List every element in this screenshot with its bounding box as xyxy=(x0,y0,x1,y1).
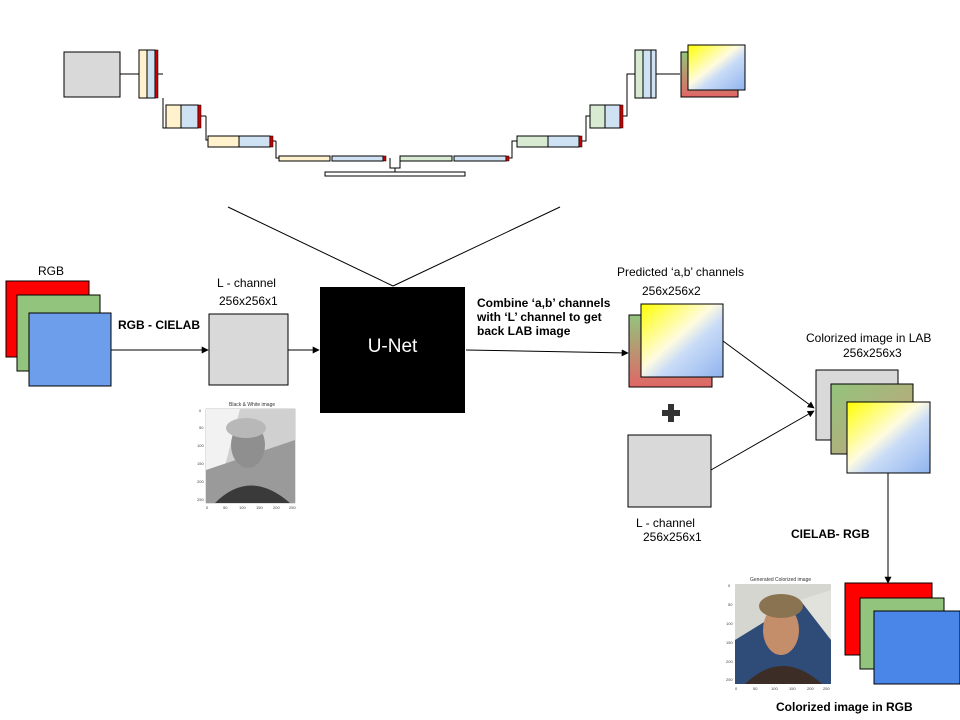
bw-x-tick: 150 xyxy=(256,505,263,510)
lab-to-rgb-label: CIELAB- RGB xyxy=(791,527,870,541)
l-channel-box xyxy=(208,313,289,386)
color-y-tick: 250 xyxy=(726,677,733,682)
color-y-tick: 0 xyxy=(728,583,731,588)
color-x-tick: 50 xyxy=(753,686,758,691)
bw-y-tick: 100 xyxy=(197,443,204,448)
bw-y-tick: 0 xyxy=(199,408,202,413)
unet-block xyxy=(320,287,465,413)
dec1-block xyxy=(650,49,657,99)
enc4-block xyxy=(331,155,384,162)
l-channel2-dims: 256x256x1 xyxy=(643,530,702,544)
l-channel-box-2 xyxy=(627,434,712,508)
color-x-tick: 200 xyxy=(807,686,814,691)
unet-input-block xyxy=(63,51,121,98)
color-y-tick: 200 xyxy=(726,659,733,664)
dec3-block xyxy=(516,135,549,148)
bw-y-tick: 150 xyxy=(197,461,204,466)
color-y-tick: 150 xyxy=(726,640,733,645)
rgb-to-lab-label: RGB - CIELAB xyxy=(118,318,200,332)
bw-plot-title: Black & White image xyxy=(229,402,276,408)
bw-x-tick: 0 xyxy=(206,505,209,510)
colorized-rgb-label: Colorized image in RGB xyxy=(776,700,913,714)
predicted-title: Predicted ‘a,b’ channels xyxy=(617,265,744,279)
bw-x-tick: 200 xyxy=(273,505,280,510)
enc3-skip xyxy=(269,135,274,148)
rgb-blue-layer xyxy=(28,312,112,387)
bw-x-tick: 50 xyxy=(223,505,228,510)
dec3-block xyxy=(547,135,580,148)
colorized-lab-title: Colorized image in LAB xyxy=(806,331,932,345)
colorized-lab-dims: 256x256x3 xyxy=(843,346,902,360)
enc1-block xyxy=(146,49,156,99)
enc2-block xyxy=(165,104,182,129)
combine-text-line1: Combine ‘a,b’ channels xyxy=(477,296,611,310)
rgb-input-label: RGB xyxy=(38,264,65,278)
dec3-skip xyxy=(578,135,583,148)
bw-y-tick: 200 xyxy=(197,479,204,484)
color-plot-title: Generated Colorized image xyxy=(750,577,812,583)
dec2-skip xyxy=(619,104,624,129)
combine-text-line2: with ‘L’ channel to get xyxy=(477,310,602,324)
bottleneck-block xyxy=(324,171,466,177)
enc3-block xyxy=(238,135,271,148)
bw-x-tick: 250 xyxy=(289,505,296,510)
enc1-block xyxy=(138,49,148,99)
l-channel-dims: 256x256x1 xyxy=(219,294,278,308)
l-channel2-title: L - channel xyxy=(636,516,695,530)
enc4-skip xyxy=(382,155,387,162)
rgb-output-stack xyxy=(844,582,960,685)
rgb-out-blue-layer xyxy=(873,610,960,685)
color-x-tick: 250 xyxy=(823,686,830,691)
color-x-tick: 150 xyxy=(789,686,796,691)
predicted-ab-front xyxy=(640,303,724,378)
dec2-block xyxy=(589,104,606,129)
enc3-block xyxy=(207,135,240,148)
color-y-tick: 50 xyxy=(728,602,733,607)
bw-y-tick: 50 xyxy=(199,425,204,430)
dec1-block xyxy=(642,49,652,99)
enc2-block xyxy=(180,104,199,129)
dec2-block xyxy=(604,104,621,129)
color-y-tick: 100 xyxy=(726,621,733,626)
color-x-tick: 0 xyxy=(735,686,738,691)
enc4-block xyxy=(278,155,331,162)
unet-architecture-diagram xyxy=(63,44,746,177)
combine-text-line3: back LAB image xyxy=(477,324,571,338)
unet-output-front xyxy=(687,44,746,91)
predicted-ab-stack xyxy=(628,303,724,388)
enc2-skip xyxy=(197,104,202,129)
plus-icon xyxy=(662,404,680,422)
bw-x-tick: 100 xyxy=(239,505,246,510)
bw-y-tick: 250 xyxy=(197,497,204,502)
colorized-lab-stack xyxy=(815,369,931,474)
dec4-block xyxy=(399,155,453,162)
color-x-tick: 100 xyxy=(771,686,778,691)
dec4-skip xyxy=(505,155,510,162)
colorized-photo xyxy=(735,584,831,684)
dec4-block xyxy=(453,155,507,162)
l-channel-title: L - channel xyxy=(217,276,276,290)
enc1-skip xyxy=(154,49,159,99)
bw-photo xyxy=(205,408,296,504)
rgb-input-stack xyxy=(5,280,112,387)
unet-label: U-Net xyxy=(367,336,418,357)
predicted-dims: 256x256x2 xyxy=(642,284,701,298)
lab-b-layer xyxy=(846,401,931,474)
dec1-block xyxy=(634,49,644,99)
